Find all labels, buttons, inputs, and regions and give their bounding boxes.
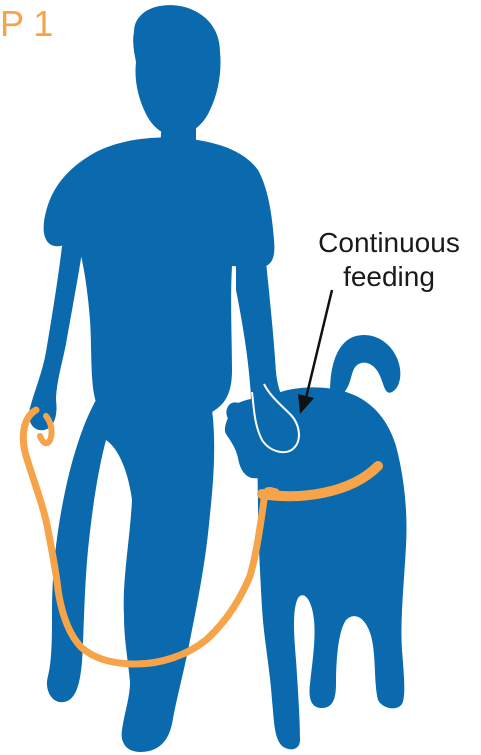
step-label: P 1 [0, 4, 53, 44]
annotation-line-2: feeding [296, 260, 481, 294]
person-walking-silhouette-icon [29, 5, 302, 752]
annotation-line-1: Continuous [296, 226, 481, 260]
feeding-annotation: Continuous feeding [296, 226, 481, 294]
